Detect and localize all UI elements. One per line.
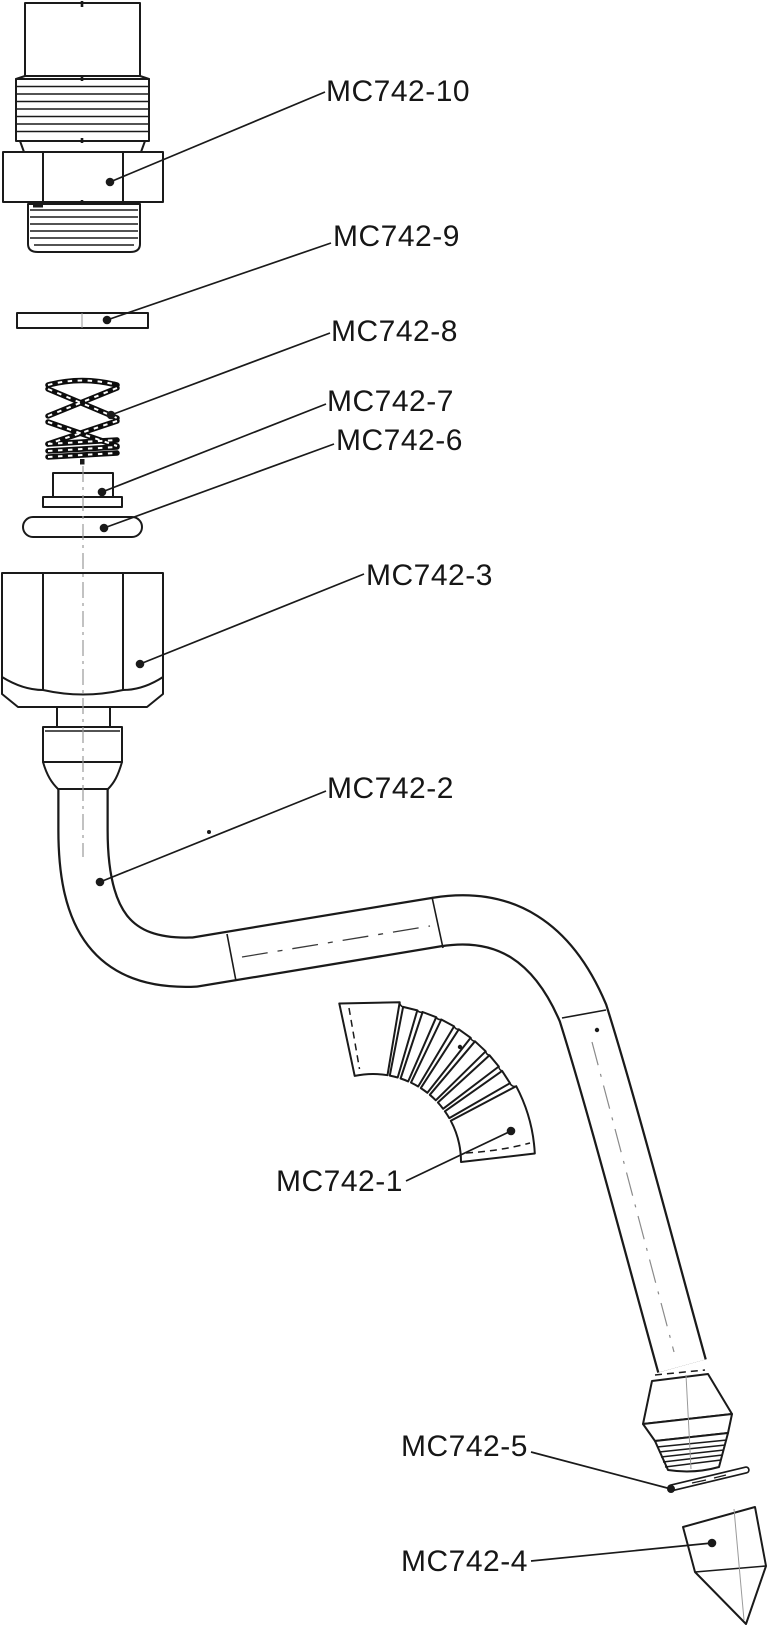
part-mc742-5-pin bbox=[667, 1466, 750, 1492]
callout-leaders bbox=[95, 91, 717, 1562]
tube-centerline-descent bbox=[591, 1041, 675, 1353]
fitting-hex-body bbox=[2, 151, 164, 203]
callout-label-mc742-7: MC742-7 bbox=[327, 385, 454, 418]
guard-mount-segment bbox=[449, 1085, 536, 1163]
tube-outlet-threads bbox=[642, 1369, 733, 1473]
callout-label-mc742-2: MC742-2 bbox=[327, 772, 454, 805]
callout-label-mc742-10: MC742-10 bbox=[326, 75, 470, 108]
outlet-joint-dashed bbox=[654, 1369, 706, 1376]
stray-mark bbox=[457, 1044, 463, 1050]
tube-center-mark bbox=[594, 1027, 600, 1033]
callout-label-mc742-3: MC742-3 bbox=[366, 559, 493, 592]
fitting-top-cylinder bbox=[24, 2, 141, 77]
tube-joint-line-2 bbox=[431, 896, 444, 949]
callout-label-mc742-9: MC742-9 bbox=[333, 220, 460, 253]
tube-joint-line-1 bbox=[226, 933, 237, 982]
part-mc742-1-rib-guard bbox=[338, 1001, 536, 1163]
nut-taper bbox=[42, 761, 123, 790]
fitting-upper-threads bbox=[15, 78, 150, 142]
part-mc742-2-gooseneck-tube bbox=[57, 786, 707, 1373]
part-mc742-8-spring bbox=[45, 377, 120, 465]
callout-label-mc742-5: MC742-5 bbox=[401, 1430, 528, 1463]
part-mc742-10-fitting bbox=[2, 1, 164, 253]
part-mc742-4-nozzle-tip bbox=[682, 1506, 767, 1625]
callout-label-mc742-6: MC742-6 bbox=[336, 424, 463, 457]
callout-label-mc742-1: MC742-1 bbox=[276, 1165, 403, 1198]
callout-labels: MC742-10 MC742-9 MC742-8 MC742-7 MC742-6… bbox=[276, 75, 528, 1578]
stray-mark bbox=[207, 830, 211, 834]
center-mark bbox=[80, 459, 85, 465]
callout-label-mc742-8: MC742-8 bbox=[331, 315, 458, 348]
callout-label-mc742-4: MC742-4 bbox=[401, 1545, 528, 1578]
part-mc742-9-washer bbox=[16, 312, 149, 329]
fitting-lower-threads bbox=[27, 203, 141, 253]
tube-centerline-middle bbox=[241, 925, 431, 958]
guard-end-segment bbox=[338, 1001, 401, 1077]
tube-joint-line-3 bbox=[561, 1009, 607, 1019]
